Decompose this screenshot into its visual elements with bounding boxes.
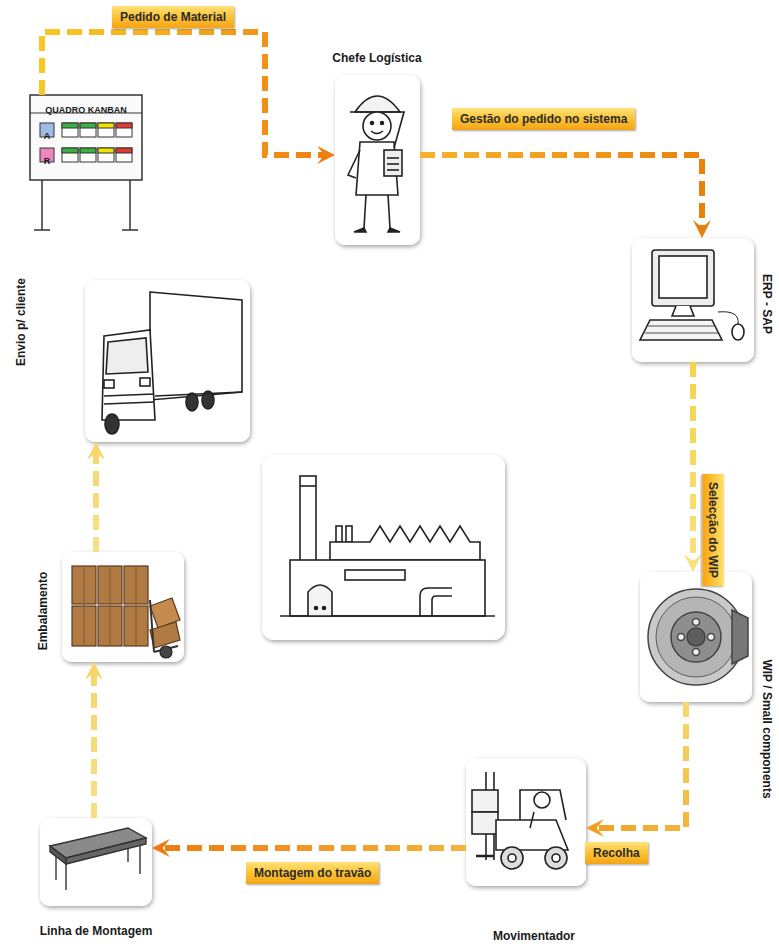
- kanban-board-node: QUADRO KANBAN A R: [30, 95, 142, 180]
- edge-label: Montagem do travão: [246, 862, 379, 884]
- node-label: Movimentador: [493, 930, 575, 944]
- row-label: A: [44, 131, 51, 141]
- edge-label: Selecção do WIP: [702, 474, 724, 586]
- component-node: WIP / Small components: [640, 572, 752, 702]
- node-label: QUADRO KANBAN: [45, 105, 127, 115]
- chief-figure: [348, 96, 405, 232]
- edge-label: Recolha: [585, 842, 648, 864]
- truck: [102, 292, 242, 434]
- station-node: Embalamento: [62, 552, 184, 662]
- packing-boxes: [72, 566, 180, 658]
- kanban-board: [30, 95, 142, 230]
- dashed-arrow: [594, 702, 686, 828]
- edge-label: Gestão do pedido no sistema: [452, 108, 635, 130]
- dashed-arrow: [93, 450, 99, 552]
- node-label: WIP / Small components: [759, 659, 773, 798]
- system-node: ERP - SAP: [632, 238, 754, 362]
- icon-frames: [40, 75, 754, 906]
- dashed-arrow: [160, 845, 466, 851]
- station-node: Envio p/ cliente: [85, 280, 250, 442]
- row-label: R: [44, 156, 51, 166]
- dashed-arrow: [42, 32, 327, 155]
- node-label: Envio p/ cliente: [15, 278, 29, 366]
- factory: [280, 476, 495, 616]
- node-label: ERP - SAP: [759, 274, 773, 334]
- brake-hub: [648, 589, 748, 685]
- station-node: Linha de Montagem: [40, 818, 152, 906]
- dashed-arrow: [91, 670, 97, 818]
- actor-node: Chefe Logística: [335, 75, 420, 245]
- forklift: [472, 772, 568, 869]
- dashed-arrow: [690, 362, 696, 564]
- actor-node: Movimentador: [466, 758, 586, 886]
- edge-label: Pedido de Material: [112, 6, 234, 28]
- computer: [640, 250, 744, 340]
- node-label: Chefe Logística: [332, 52, 421, 66]
- node-label: Embalamento: [37, 572, 51, 651]
- dashed-arrow: [420, 155, 702, 230]
- node-label: Linha de Montagem: [40, 925, 153, 939]
- conveyor: [50, 828, 146, 890]
